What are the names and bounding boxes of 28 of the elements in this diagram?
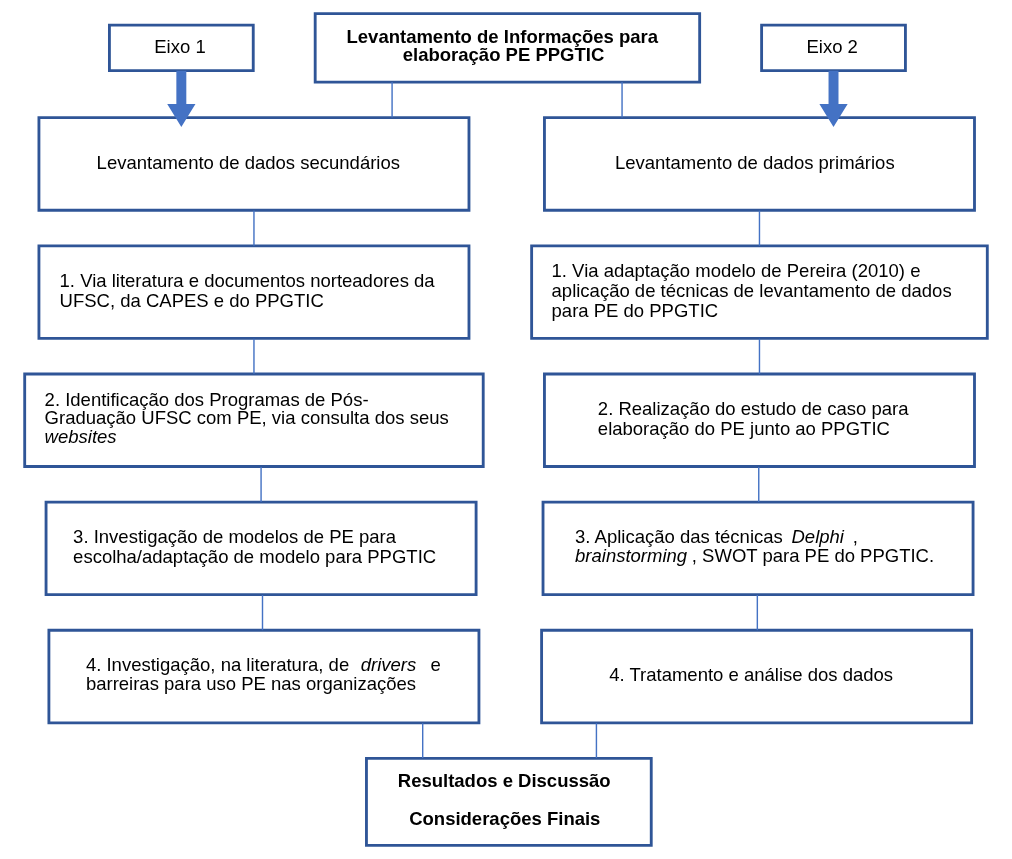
node-box: 4. Tratamento e análise dos dados: [540, 628, 974, 725]
node-box: 2. Realização do estudo de caso para elaboração do PE junto ao PPGTIC: [543, 372, 976, 468]
connector: [758, 209, 761, 247]
node-box: Levantamento de Informações para elaboração PE PPGTIC: [313, 12, 702, 84]
connector: [422, 722, 424, 759]
connector: [260, 466, 262, 503]
node-box: Resultados e Discussão Considerações Finais: [365, 757, 653, 847]
node-box: 4. Investigação, na literatura, de drivers e barreiras para uso PE nas organizações: [47, 628, 481, 725]
connector: [261, 594, 264, 631]
node-box: Levantamento de dados secundários: [37, 116, 471, 212]
arrow: [819, 70, 848, 128]
node-box: Levantamento de dados primários: [543, 116, 976, 212]
node-box: 2. Identificação dos Programas de Pós-Graduação UFSC com PE, via consulta dos seus websites: [23, 372, 485, 468]
node-box: Eixo 1: [108, 23, 255, 73]
connector: [621, 81, 623, 119]
connector: [253, 209, 255, 247]
connector: [595, 722, 598, 759]
connector: [758, 338, 761, 375]
node-box: 3. Aplicação das técnicas Delphi, brainstorming, SWOT para PE do PPGTIC.: [541, 500, 975, 597]
node-box: 3. Investigação de modelos de PE para escolha/adaptação de modelo para PPGTIC: [44, 500, 478, 597]
connector: [756, 594, 759, 631]
node-box: Eixo 2: [760, 23, 907, 73]
node-box: 1. Via adaptação modelo de Pereira (2010) e aplicação de técnicas de levantamento de dados para PE do PPGTIC: [530, 244, 989, 340]
node-box: 1. Via literatura e documentos norteadores da UFSC, da CAPES e do PPGTIC: [37, 244, 471, 340]
connector: [758, 466, 760, 503]
connector: [253, 338, 255, 375]
connector: [391, 81, 393, 119]
arrow: [167, 70, 196, 128]
